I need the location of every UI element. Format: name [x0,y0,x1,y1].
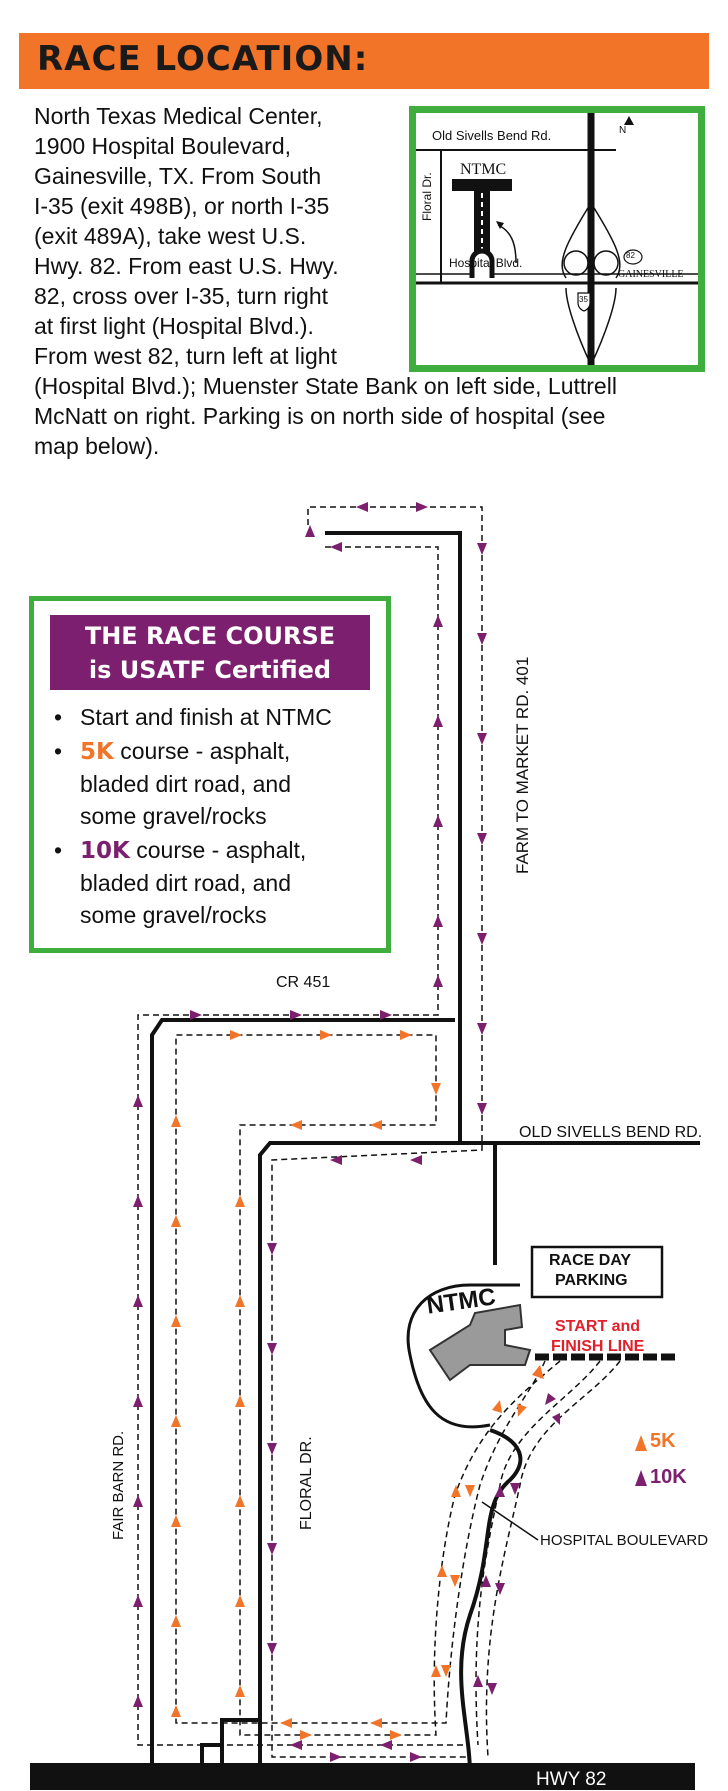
list-item: • Start and finish at NTMC [54,701,332,733]
label-cr-451: CR 451 [276,974,331,991]
label-parking-line1: RACE DAY [549,1252,632,1269]
route-10k-path [137,506,621,1758]
course-title-line2: is USATF Certified [88,656,332,684]
label-start-line2: FINISH LINE [551,1338,645,1355]
directions-line: Hwy. 82. From east U.S. Hwy. [34,253,339,279]
item-text: course - asphalt, [113,738,291,764]
section-title: RACE LOCATION: [37,39,369,79]
item-text: bladed dirt road, and [80,870,291,896]
legend-10k-arrow [635,1470,647,1486]
label-farm-to-market: FARM TO MARKET RD. 401 [513,656,532,874]
directions-line: 82, cross over I-35, turn right [34,283,329,309]
legend-5k-arrow [635,1435,647,1451]
inset-label-hospital: Hospital Blvd. [449,256,523,270]
label-floral: FLORAL DR. [298,1436,315,1530]
inset-label-floral: Floral Dr. [420,172,434,221]
item-text: some gravel/rocks [80,902,267,928]
item-text: some gravel/rocks [80,803,267,829]
inset-north-label: N [619,125,627,136]
item-text: course - asphalt, [129,837,307,863]
legend-5k-label: 5K [650,1430,676,1452]
bullet-icon: • [54,704,63,730]
hwy-82-bar [30,1763,695,1790]
directions-line: map below). [34,433,160,459]
label-fair-barn: FAIR BARN RD. [110,1430,127,1540]
label-hwy-82: HWY 82 [536,1769,607,1790]
directions-line: Gainesville, TX. From South [34,163,322,189]
directions-line: (exit 489A), take west U.S. [34,223,307,249]
list-item: • 5K course - asphalt, bladed dirt road,… [54,735,332,832]
inset-map-drawing [416,113,698,365]
road-network [150,531,700,1776]
course-title-banner: THE RACE COURSE is USATF Certified [50,615,370,690]
route-10k-arrows [133,502,560,1762]
hospital-leader-line [481,1501,539,1541]
item-text: bladed dirt road, and [80,771,291,797]
directions-text: North Texas Medical Center, 1900 Hospita… [34,101,617,461]
parking-box [530,1245,664,1299]
directions-line: North Texas Medical Center, [34,103,323,129]
label-parking-line2: PARKING [555,1272,628,1289]
legend-10k-label: 10K [650,1466,687,1488]
ntmc-building-icon [428,1303,532,1382]
bullet-icon: • [54,738,63,764]
course-map-drawing [30,502,700,1790]
race-course-info-box: THE RACE COURSE is USATF Certified • Sta… [29,596,391,953]
inset-label-ntmc: NTMC [460,161,507,178]
directions-line: (Hospital Blvd.); Muenster State Bank on… [34,373,617,399]
label-start-line1: START and [555,1318,641,1335]
course-title-line1: THE RACE COURSE [84,622,336,650]
list-item: • 10K course - asphalt, bladed dirt road… [54,834,332,931]
10k-key: 10K [80,838,130,864]
label-hospital-boulevard: HOSPITAL BOULEVARD [540,1532,709,1549]
label-old-sivells: OLD SIVELLS BEND RD. [519,1124,703,1141]
section-header: RACE LOCATION: [19,33,709,89]
location-inset-map: Old Sivells Bend Rd. N NTMC Floral Dr. H… [409,106,705,372]
5k-key: 5K [80,739,114,765]
inset-shield-82-label: 82 [626,251,635,260]
directions-line: McNatt on right. Parking is on north sid… [34,403,606,429]
course-feature-list: • Start and finish at NTMC • 5K course -… [54,701,332,933]
directions-line: at first light (Hospital Blvd.). [34,313,314,339]
directions-line: 1900 Hospital Boulevard, [34,133,291,159]
inset-shield-35-label: 35 [579,295,588,304]
item-text: Start and finish at NTMC [80,704,332,730]
inset-label-gainesville: GAINESVILLE [618,269,684,280]
inset-label-old-sivells: Old Sivells Bend Rd. [432,128,552,143]
directions-line: From west 82, turn left at light [34,343,337,369]
directions-line: I-35 (exit 498B), or north I-35 [34,193,330,219]
bullet-icon: • [54,837,63,863]
route-5k-arrows [171,1030,544,1740]
route-5k-path [175,1034,561,1736]
